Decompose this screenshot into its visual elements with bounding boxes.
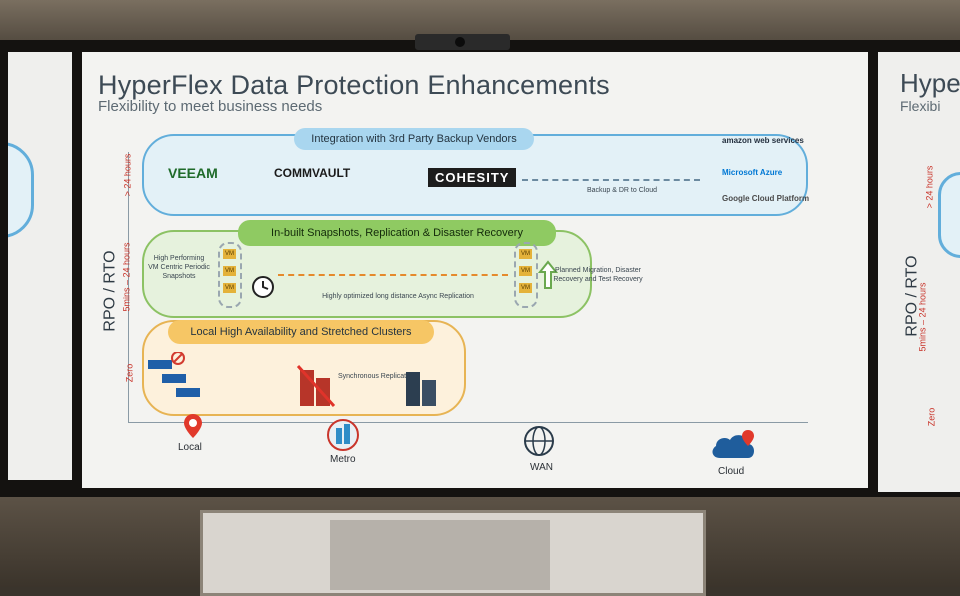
replication-arrow bbox=[278, 274, 508, 276]
slide-title: HyperFlex Data Protection Enhancements bbox=[98, 70, 610, 100]
partial-lane bbox=[8, 142, 34, 238]
x-axis-line bbox=[128, 422, 808, 423]
vm-tile: VM bbox=[519, 266, 532, 276]
y-axis-line bbox=[128, 152, 129, 422]
tier-label-mid: 5mins – 24 hours bbox=[121, 242, 132, 312]
location-local: Local bbox=[178, 442, 202, 453]
location-wan: WAN bbox=[530, 462, 553, 473]
right-tier-top: > 24 hours bbox=[924, 165, 935, 209]
slide-subtitle: Flexibility to meet business needs bbox=[98, 98, 323, 115]
vm-tile: VM bbox=[519, 249, 532, 259]
vm-stack-target: VM VM VM bbox=[514, 242, 538, 308]
vm-stack-source: VM VM VM bbox=[218, 242, 242, 308]
aws-logo: amazon web services bbox=[722, 136, 804, 145]
desk-panel bbox=[330, 520, 550, 590]
vm-tile: VM bbox=[223, 266, 236, 276]
server-cluster-icon bbox=[148, 352, 200, 397]
vm-tile: VM bbox=[223, 283, 236, 293]
cohesity-logo: COHESITY bbox=[428, 168, 517, 187]
veeam-logo: VEEAM bbox=[168, 165, 218, 181]
main-screen: HyperFlex Data Protection Enhancements F… bbox=[82, 52, 868, 488]
cloud-arrow bbox=[522, 179, 700, 181]
right-slide-subtitle: Flexibi bbox=[900, 98, 941, 114]
cloud-icon bbox=[712, 430, 754, 458]
local-title: Local High Availability and Stretched Cl… bbox=[168, 320, 434, 344]
inbuilt-title: In-built Snapshots, Replication & Disast… bbox=[238, 220, 556, 246]
left-screen bbox=[8, 52, 72, 480]
metro-icon bbox=[327, 419, 359, 451]
y-axis-label: RPO / RTO bbox=[101, 250, 119, 332]
third-party-title: Integration with 3rd Party Backup Vendor… bbox=[294, 128, 534, 150]
failed-site-icon bbox=[296, 364, 336, 408]
vm-tile: VM bbox=[519, 283, 532, 293]
right-tier-mid: 5mins – 24 hours bbox=[917, 282, 928, 352]
commvault-logo: COMMVAULT bbox=[274, 166, 351, 180]
sync-note: Synchronous Replication bbox=[338, 373, 416, 380]
location-cloud: Cloud bbox=[718, 466, 745, 477]
tier-label-low: Zero bbox=[124, 363, 135, 383]
vm-tile: VM bbox=[223, 249, 236, 259]
right-tier-low: Zero bbox=[926, 407, 937, 427]
azure-logo: Microsoft Azure bbox=[722, 168, 783, 177]
clock-icon bbox=[252, 276, 274, 298]
active-site-icon bbox=[406, 372, 436, 406]
right-partial-lane bbox=[938, 172, 960, 258]
up-arrow-icon bbox=[538, 260, 558, 289]
wan-globe-icon bbox=[524, 426, 554, 456]
local-pin-icon bbox=[184, 414, 202, 438]
location-metro: Metro bbox=[330, 454, 356, 465]
tier-label-top: > 24 hours bbox=[122, 153, 133, 197]
backup-dr-note: Backup & DR to Cloud bbox=[586, 187, 658, 194]
google-cloud-logo: Google Cloud Platform bbox=[722, 194, 810, 203]
camera bbox=[415, 34, 510, 50]
right-slide-title: Hype bbox=[900, 68, 960, 98]
recovery-note: Planned Migration, Disaster Recovery and… bbox=[553, 267, 643, 283]
snapshot-note: High Performing VM Centric Periodic Snap… bbox=[148, 255, 210, 280]
async-note: Highly optimized long distance Async Rep… bbox=[322, 293, 474, 300]
right-screen: Hype Flexibi RPO / RTO > 24 hours 5mins … bbox=[878, 52, 960, 492]
